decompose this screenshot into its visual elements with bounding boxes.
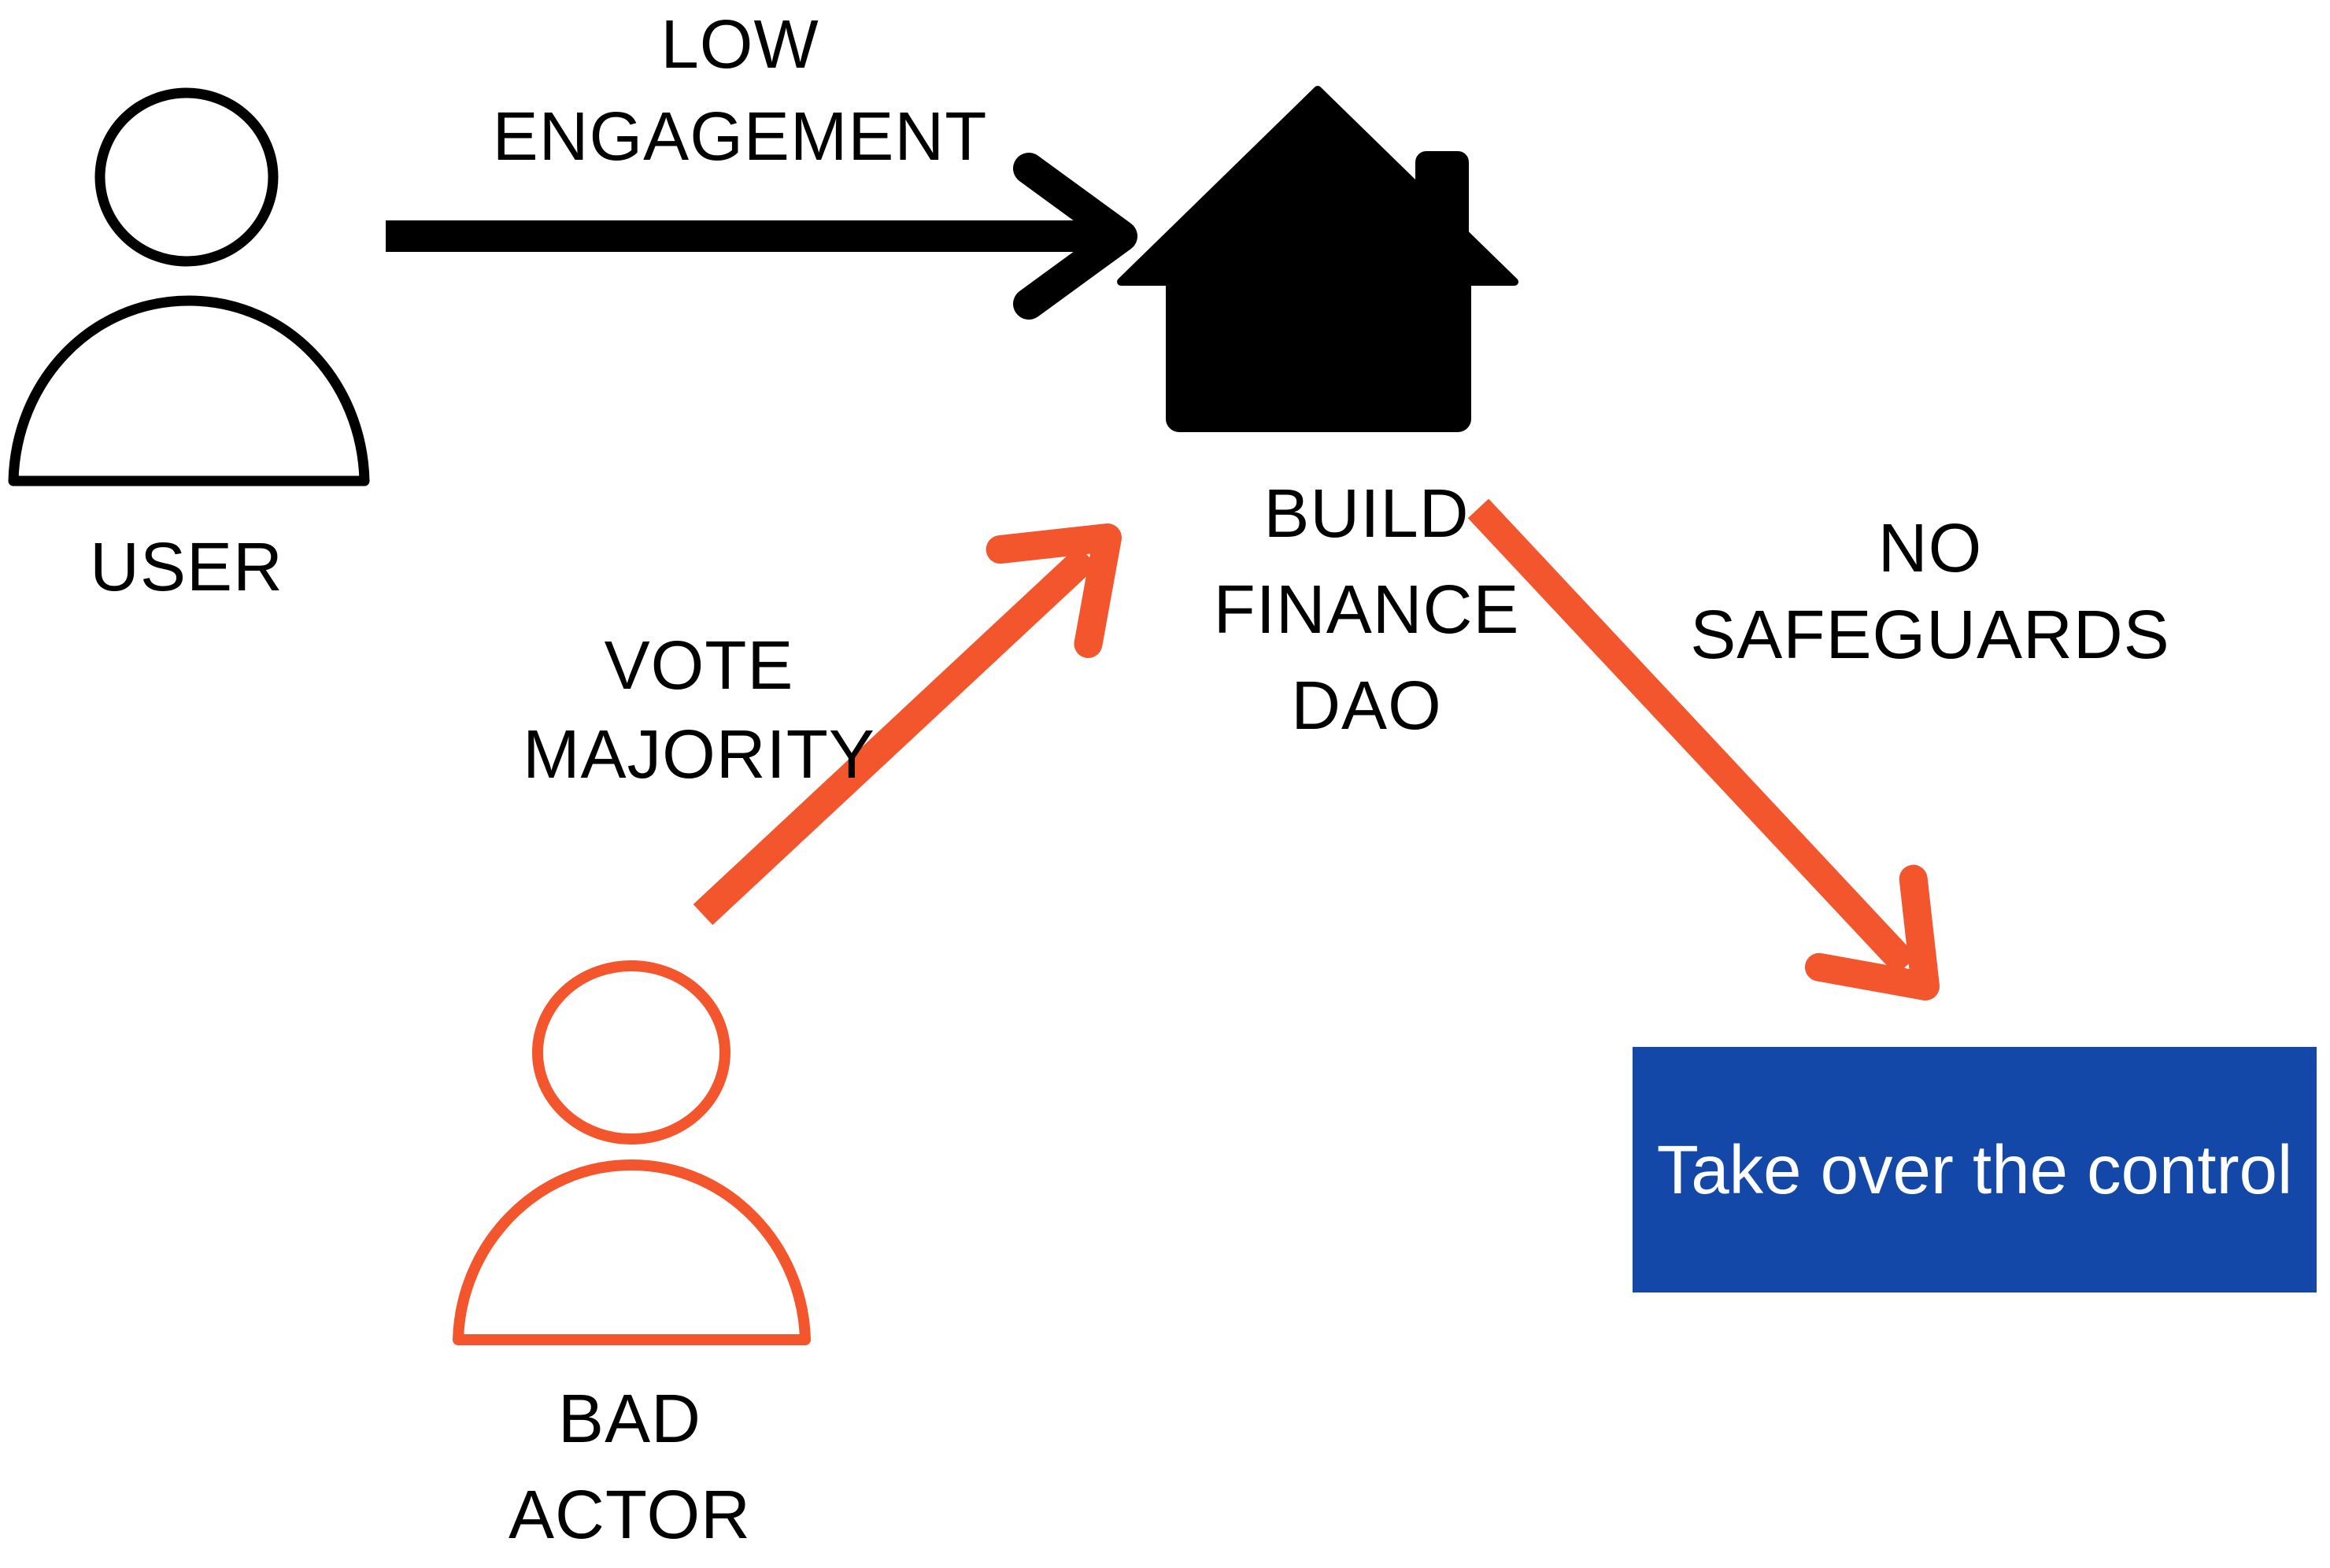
- house-icon: [1117, 86, 1518, 432]
- node-label-bad-actor: BAD ACTOR: [509, 1371, 751, 1563]
- user-person-icon: [8, 87, 370, 486]
- edge-label-low-engagement: LOW ENGAGEMENT: [493, 0, 988, 183]
- label-line: USER: [90, 529, 283, 605]
- label-line: MAJORITY: [523, 716, 875, 793]
- takeover-control-box: Take over the control: [1633, 1047, 2317, 1292]
- label-line: ACTOR: [509, 1477, 751, 1553]
- label-line: DAO: [1291, 668, 1442, 744]
- label-line: SAFEGUARDS: [1690, 597, 2170, 673]
- label-line: BAD: [558, 1381, 701, 1457]
- takeover-control-label: Take over the control: [1656, 1131, 2293, 1208]
- bad-actor-person-icon: [453, 960, 811, 1345]
- label-line: LOW: [660, 6, 819, 83]
- edge-label-no-safeguards: NO SAFEGUARDS: [1690, 505, 2169, 679]
- label-line: BUILD: [1263, 475, 1470, 552]
- label-line: VOTE: [604, 627, 794, 704]
- edge-label-vote-majority: VOTE MAJORITY: [523, 621, 875, 799]
- label-line: FINANCE: [1213, 571, 1520, 648]
- node-label-build-finance-dao: BUILD FINANCE DAO: [1214, 466, 1520, 754]
- node-label-user: USER: [90, 521, 283, 613]
- label-line: NO: [1877, 510, 1983, 586]
- label-line: ENGAGEMENT: [492, 98, 988, 175]
